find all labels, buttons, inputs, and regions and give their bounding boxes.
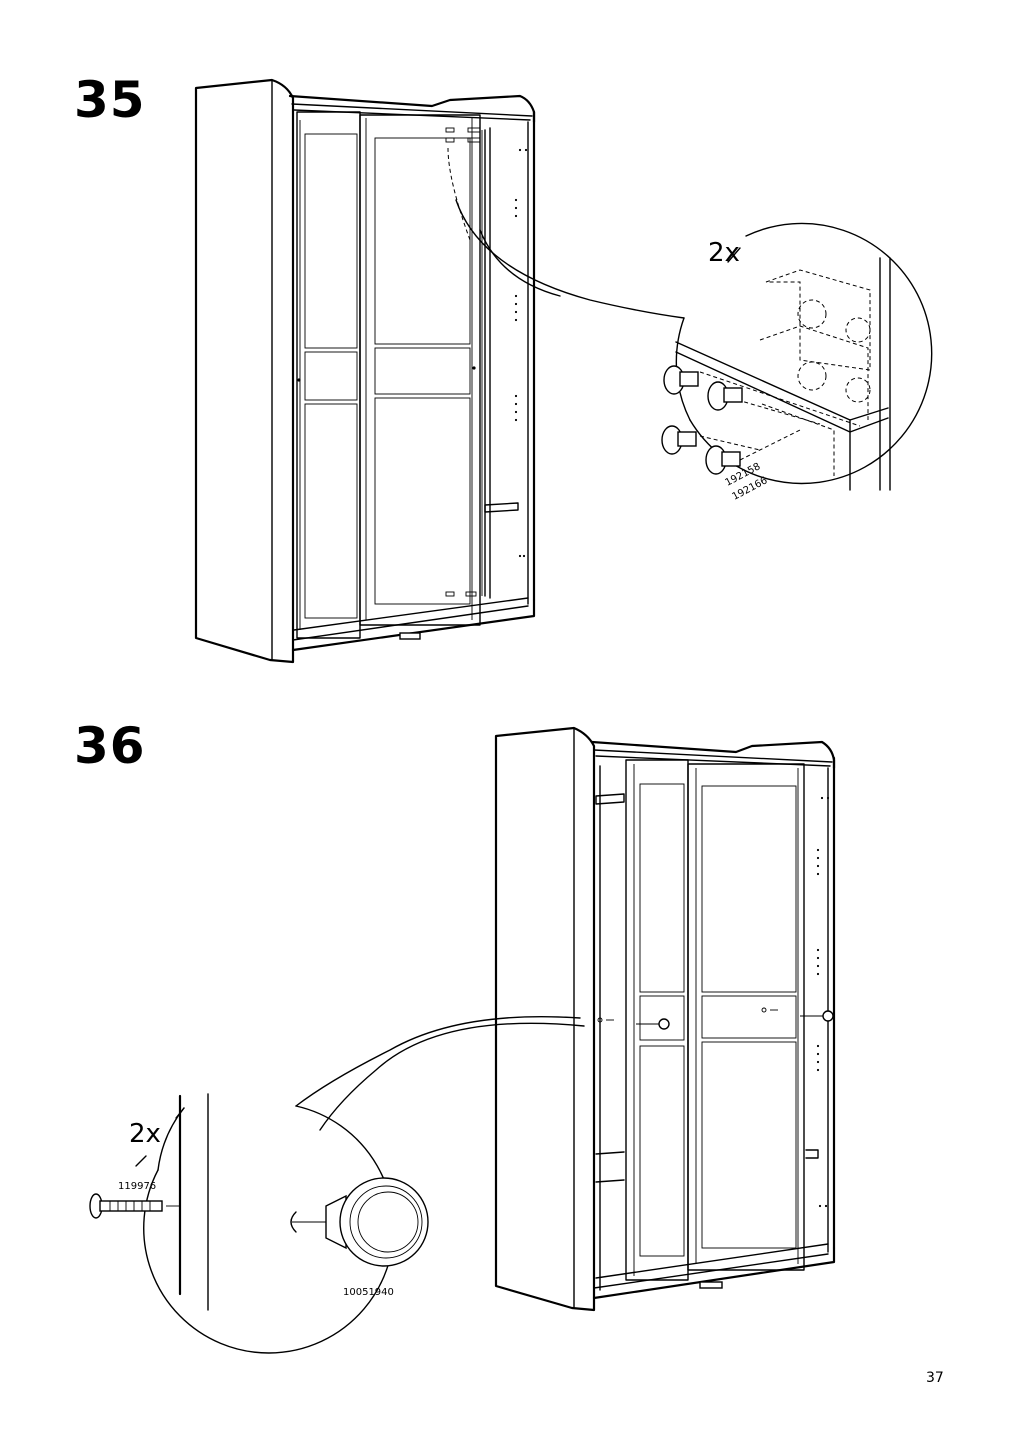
step-36-knob-part-number: 10051940 xyxy=(343,1287,394,1298)
page-number: 37 xyxy=(926,1370,944,1386)
step-35-number: 35 xyxy=(74,71,146,129)
wardrobe-illustration xyxy=(494,726,836,1312)
wardrobe-illustration xyxy=(194,78,536,664)
detail-zoom-circle xyxy=(661,222,933,491)
step-36-number: 36 xyxy=(74,717,146,775)
detail-zoom-circle xyxy=(89,1093,429,1354)
step-35-quantity: 2x xyxy=(708,238,740,268)
door-stopper xyxy=(661,365,743,475)
step-36-quantity: 2x xyxy=(129,1119,161,1149)
knob xyxy=(325,1177,429,1267)
step-36-screw-part-number: 119976 xyxy=(118,1181,157,1192)
screw xyxy=(89,1193,180,1219)
detail-pointer xyxy=(455,199,685,319)
detail-pointer xyxy=(295,1016,581,1107)
